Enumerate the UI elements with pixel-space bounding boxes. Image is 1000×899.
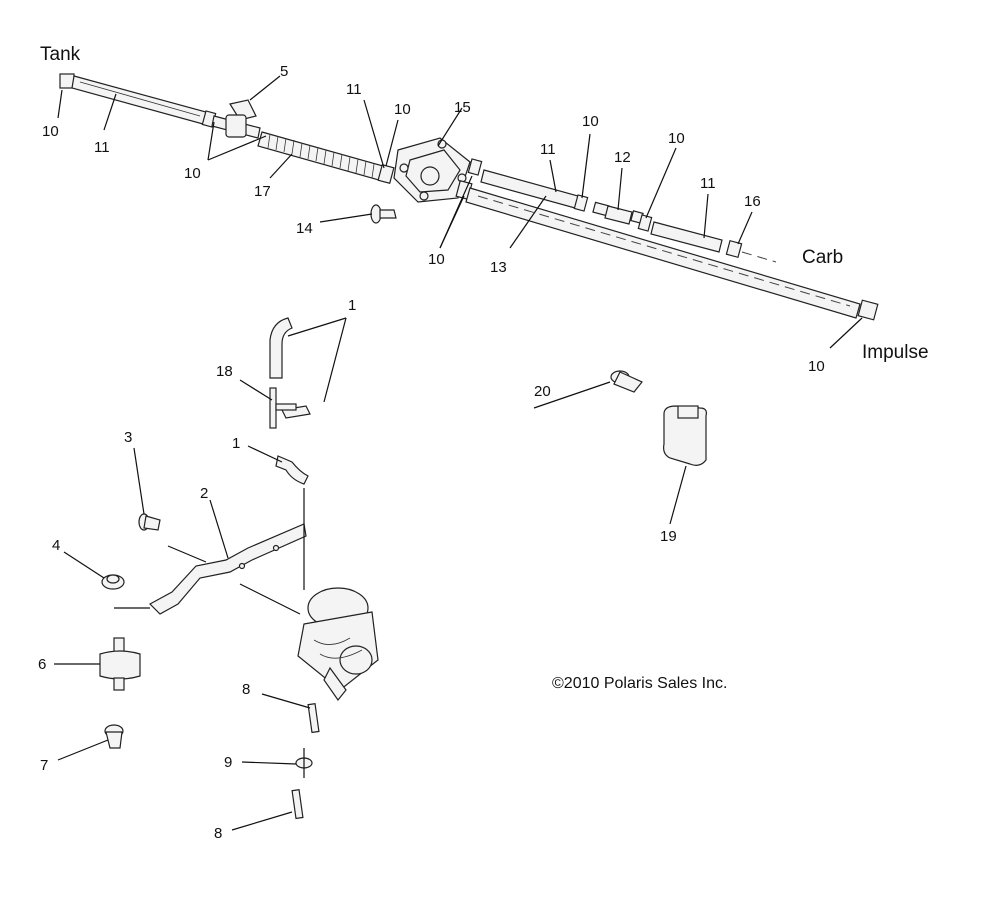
carb-mount-parts: [99, 317, 379, 820]
vent-hose-1-upper: [269, 317, 293, 379]
callout-11: 11: [700, 175, 716, 192]
callout-15: 15: [454, 99, 471, 116]
callout-labels: Tank Carb Impulse ©2010 Polaris Sales In…: [38, 44, 929, 842]
label-tank: Tank: [40, 44, 81, 65]
screw-20: [610, 370, 643, 393]
callout-14: 14: [296, 220, 313, 237]
callout-10: 10: [42, 123, 59, 140]
callout-8: 8: [242, 681, 250, 698]
callout-6: 6: [38, 656, 46, 673]
tee-fitting-18: [269, 387, 297, 429]
clamp-19: [663, 405, 707, 466]
callout-17: 17: [254, 183, 271, 200]
label-impulse: Impulse: [862, 342, 929, 363]
nut-4: [101, 574, 125, 590]
shutoff-valve-5: [211, 99, 261, 139]
hose-11-tank: [71, 75, 207, 125]
callout-1: 1: [232, 435, 240, 452]
callout-8: 8: [214, 825, 222, 842]
pin-8-lower: [291, 789, 304, 820]
callout-13: 13: [490, 259, 507, 276]
leader-lines: [54, 75, 863, 831]
callout-10: 10: [808, 358, 825, 375]
impulse-hose-13: [465, 187, 861, 319]
rivnut-7: [104, 724, 124, 749]
callout-11: 11: [94, 139, 110, 156]
callout-16: 16: [744, 193, 761, 210]
fuel-line-assembly: [59, 73, 879, 321]
callout-4: 4: [52, 537, 60, 554]
inline-filter-12: [592, 201, 644, 225]
fitting-16: [725, 239, 743, 259]
callout-1: 1: [348, 297, 356, 314]
callout-10: 10: [668, 130, 685, 147]
callout-10: 10: [582, 113, 599, 130]
fitting-10-spring: [377, 163, 395, 185]
label-carb: Carb: [802, 247, 843, 268]
vent-hose-1-lower: [275, 455, 309, 485]
callout-5: 5: [280, 63, 288, 80]
hose-11-carb: [650, 221, 723, 253]
callout-3: 3: [124, 429, 132, 446]
pin-8-upper: [307, 703, 320, 734]
bolt-3: [138, 513, 161, 531]
callout-7: 7: [40, 757, 48, 774]
fitting-10-impulse: [857, 299, 879, 321]
callout-11: 11: [540, 141, 556, 158]
bracket-2: [149, 523, 307, 615]
callout-20: 20: [534, 383, 551, 400]
isolator-mount-6: [99, 637, 141, 691]
clip-9: [295, 748, 313, 778]
callout-9: 9: [224, 754, 232, 771]
callout-12: 12: [614, 149, 631, 166]
copyright-text: ©2010 Polaris Sales Inc.: [552, 675, 727, 692]
callout-2: 2: [200, 485, 208, 502]
callout-10: 10: [394, 101, 411, 118]
push-rivet-14: [370, 204, 397, 224]
callout-19: 19: [660, 528, 677, 545]
callout-11: 11: [346, 81, 362, 98]
callout-10: 10: [184, 165, 201, 182]
callout-10: 10: [428, 251, 445, 268]
callout-18: 18: [216, 363, 233, 380]
carburetor: [297, 587, 379, 702]
fitting-10-pump-out: [467, 158, 483, 176]
fuel-pump-15: [393, 137, 471, 203]
clamp-parts: [610, 370, 707, 466]
spring-hose-17: [257, 131, 391, 183]
